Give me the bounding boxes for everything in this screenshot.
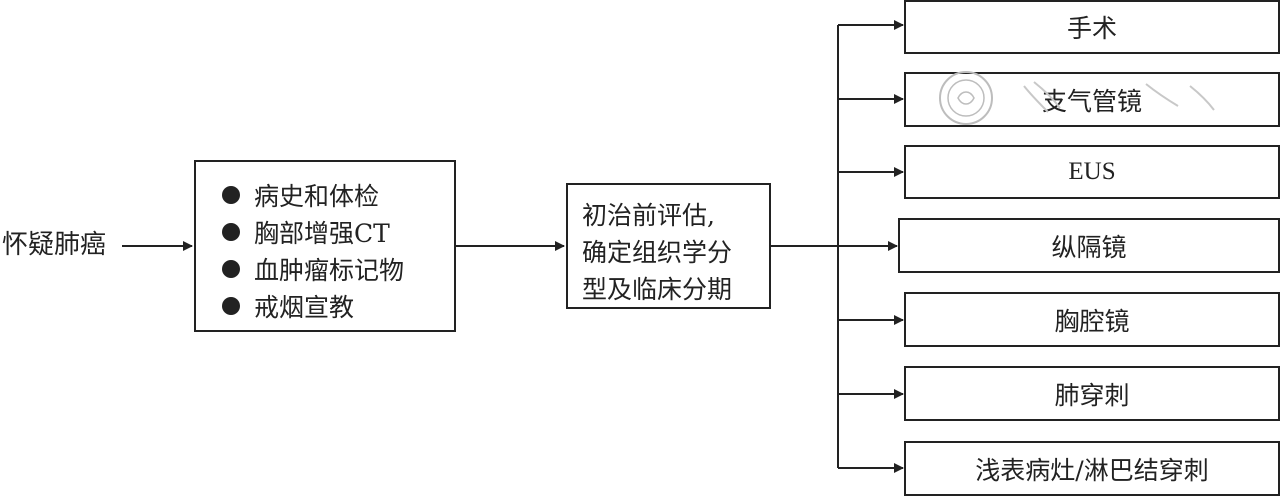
checklist-item-label: 血肿瘤标记物 bbox=[254, 255, 405, 285]
option-box-mediastinoscopy: 纵隔镜 bbox=[898, 218, 1280, 273]
bullet-icon bbox=[222, 296, 240, 315]
initial-checklist-box: 病史和体检 胸部增强CT 血肿瘤标记物 戒烟宣教 bbox=[194, 160, 456, 332]
checklist-item-label: 戒烟宣教 bbox=[254, 292, 355, 322]
bullet-icon bbox=[222, 185, 240, 204]
pretreatment-assessment-box: 初治前评估, 确定组织学分 型及临床分期 bbox=[566, 183, 771, 309]
start-node-label: 怀疑肺癌 bbox=[2, 230, 107, 260]
checklist-item-label: 病史和体检 bbox=[254, 181, 380, 211]
checklist-item: 胸部增强CT bbox=[222, 213, 454, 250]
option-label: 支气管镜 bbox=[1041, 86, 1142, 116]
option-label: EUS bbox=[1068, 158, 1116, 185]
assessment-line: 初治前评估, bbox=[582, 201, 715, 230]
option-box-bronchoscopy: 支气管镜 bbox=[904, 72, 1280, 127]
option-label: 浅表病灶/淋巴结穿刺 bbox=[975, 455, 1209, 485]
option-box-eus: EUS bbox=[904, 145, 1280, 199]
bullet-icon bbox=[222, 259, 240, 278]
option-box-superficial-puncture: 浅表病灶/淋巴结穿刺 bbox=[904, 441, 1280, 496]
option-label: 胸腔镜 bbox=[1054, 306, 1130, 336]
checklist-item: 戒烟宣教 bbox=[222, 287, 454, 324]
assessment-line: 确定组织学分 bbox=[582, 238, 733, 267]
option-label: 手术 bbox=[1066, 14, 1117, 43]
option-box-thoracoscopy: 胸腔镜 bbox=[904, 292, 1280, 347]
checklist-item-label: 胸部增强CT bbox=[254, 218, 390, 248]
assessment-line: 型及临床分期 bbox=[582, 275, 733, 304]
option-label: 纵隔镜 bbox=[1051, 232, 1127, 262]
bullet-icon bbox=[222, 222, 240, 241]
option-box-lung-puncture: 肺穿刺 bbox=[904, 366, 1280, 421]
option-box-surgery: 手术 bbox=[904, 0, 1280, 54]
checklist-item: 血肿瘤标记物 bbox=[222, 250, 454, 287]
checklist-item: 病史和体检 bbox=[222, 176, 454, 213]
option-label: 肺穿刺 bbox=[1054, 380, 1130, 410]
